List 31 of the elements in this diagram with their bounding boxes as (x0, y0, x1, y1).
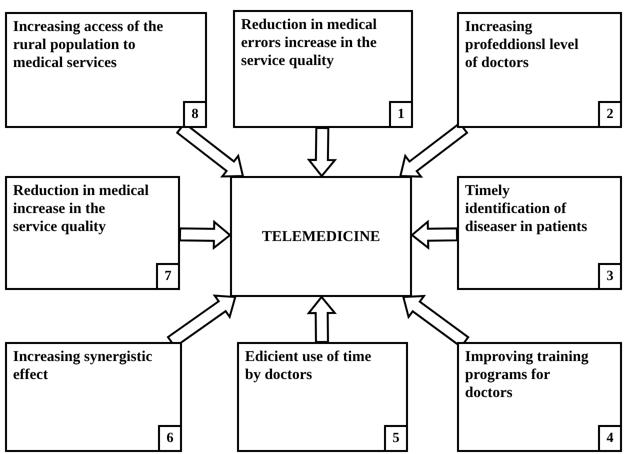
central-box (230, 176, 412, 297)
box-text: Reduction in medical increase in the service quality (13, 182, 150, 236)
callout-number: 2 (598, 101, 620, 126)
block-arrow (178, 220, 232, 250)
box-text: Increasing access of the rural population to medical services (13, 18, 164, 72)
box-text: Improving training programs for doctors (465, 348, 590, 402)
box-text: Increasing profeddionsl level of doctors (465, 18, 580, 72)
callout-number: 3 (598, 263, 620, 288)
box-text: Timely identification of diseaser in patients (465, 182, 588, 236)
box-text: Edicient use of time by doctors (245, 348, 372, 384)
process-box (5, 176, 180, 290)
process-box (5, 12, 207, 128)
process-box (457, 12, 622, 128)
block-arrow (306, 126, 338, 178)
process-box (233, 10, 413, 128)
callout-number: 1 (389, 101, 411, 126)
block-arrow (399, 122, 468, 178)
callout-number: 4 (598, 425, 620, 450)
process-box (457, 176, 622, 290)
callout-number: 5 (384, 425, 406, 450)
block-arrow (306, 295, 337, 344)
process-box (237, 342, 408, 452)
block-arrow (410, 220, 458, 250)
box-text: TELEMEDICINE (260, 228, 382, 246)
box-text: Reduction in medical errors increase in the service quality (241, 16, 378, 70)
callout-number: 7 (156, 263, 178, 288)
process-box (457, 342, 622, 452)
process-box (5, 342, 182, 452)
box-text: Increasing synergistic effect (13, 348, 154, 384)
callout-number: 6 (158, 425, 180, 450)
callout-number: 8 (183, 101, 205, 126)
